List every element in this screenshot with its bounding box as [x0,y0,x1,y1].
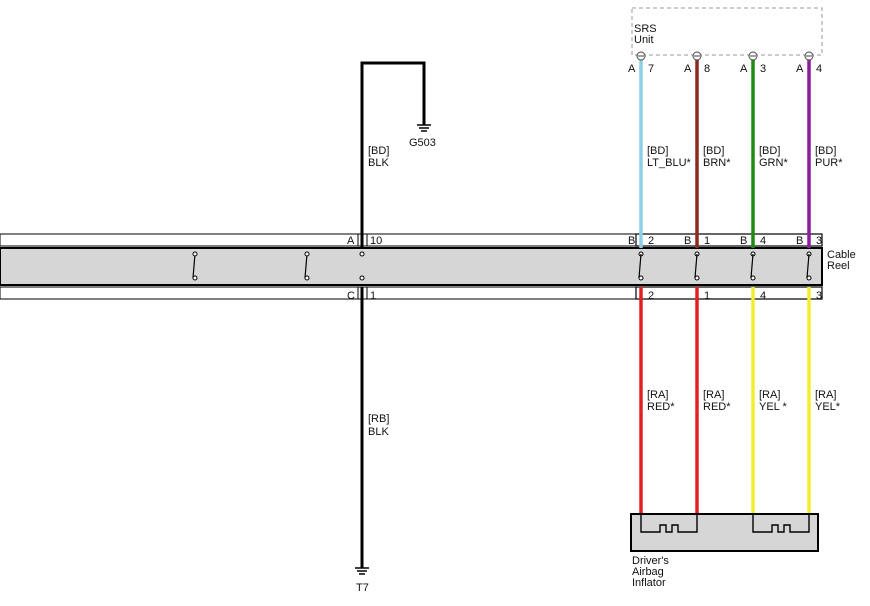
srs-pin-side-4: A [796,63,804,75]
lower-wire-color-code-1: RED* [647,401,675,413]
reel-upper-connector [635,233,823,247]
reel-upper-pin-side-3: B [740,235,747,247]
inflator-label-2: Airbag [632,566,664,578]
reel-upper-pin-number-1: 2 [648,235,654,247]
reel-internal-contacts [192,251,365,281]
upper-wire-color-code-4: PUR* [815,157,843,169]
reel-lower-connector [635,286,823,300]
ground-pin-top: 10 [370,235,382,247]
ground-pin-bottom-side: C [347,290,355,302]
reel-contact-b [304,251,310,281]
terminal-label: T7 [356,582,369,594]
reel-upper-pin-number-2: 1 [704,235,710,247]
srs-pin-side-2: A [684,63,692,75]
inflator-squib-right-icon [752,514,810,533]
upper-wire-color-code-3: GRN* [759,157,788,169]
reel-contact-link-2 [694,253,698,279]
srs-pin-side-3: A [740,63,748,75]
cable-reel-label-2: Reel [827,260,850,272]
ground-lower-color: BLK [368,426,389,438]
ground-pin-box-top [357,233,368,247]
reel-upper-pin-side-4: B [796,235,803,247]
ground-label: G503 [409,137,436,149]
srs-pin-number-1: 7 [648,63,654,75]
inflator-squib-left-icon [640,514,698,533]
lower-wire-harness-1: [RA] [647,389,668,401]
reel-contact-link-3 [750,253,754,279]
lower-wire-color-code-3: YEL * [759,401,787,413]
ground-symbol-t7-icon [355,567,369,575]
reel-upper-pin-number-3: 4 [760,235,766,247]
reel-lower-pin-number-4: 3 [816,290,822,302]
ground-pin-bottom: 1 [370,290,376,302]
reel-upper-pin-side-2: B [684,235,691,247]
srs-pin-number-4: 4 [816,63,822,75]
srs-unit-label-2: Unit [634,34,654,46]
ground-upper-harness: [BD] [368,145,389,157]
ground-upper-color: BLK [368,157,389,169]
inflator-label-1: Driver's [632,555,669,567]
lower-wire-color-code-4: YEL* [815,401,841,413]
inflator-box [630,513,819,552]
reel-lower-pin-number-2: 1 [704,290,710,302]
srs-unit-box [631,7,823,56]
ground-symbol-g503-icon [417,124,431,132]
reel-upper-pin-side-1: B [628,235,635,247]
cable-reel-body [0,247,823,286]
upper-wire-color-code-2: BRN* [703,157,731,169]
reel-lower-pin-number-3: 4 [760,290,766,302]
reel-contact-link-4 [806,253,810,279]
upper-wire-harness-4: [BD] [815,145,836,157]
upper-wire-harness-2: [BD] [703,145,724,157]
reel-contact-a [192,251,198,281]
reel-contact-link-1 [638,253,642,279]
srs-unit-label-1: SRS [634,23,657,35]
upper-wire-harness-3: [BD] [759,145,780,157]
lower-wire-harness-3: [RA] [759,389,780,401]
ground-pin-top-side: A [347,235,355,247]
srs-pin-number-2: 8 [704,63,710,75]
ground-wire-upper [360,61,426,248]
reel-lower-pin-number-1: 2 [648,290,654,302]
ground-lower-harness: [RB] [368,413,389,425]
upper-wire-color-code-1: LT_BLU* [647,157,692,169]
ground-circuit: G503 T7 [BD] BLK A 10 C 1 [RB] BLK [347,61,436,594]
lower-wire-harness-2: [RA] [703,389,724,401]
ground-pin-box-bottom [357,286,368,300]
srs-pin-side-1: A [628,63,636,75]
upper-wire-harness-1: [BD] [647,145,668,157]
reel-contact-ground [359,251,365,281]
srs-pin-number-3: 3 [760,63,766,75]
lower-wire-color-code-2: RED* [703,401,731,413]
lower-wire-harness-4: [RA] [815,389,836,401]
cable-reel-label-1: Cable [827,249,856,261]
inflator-label-3: Inflator [632,577,666,589]
reel-upper-pin-number-4: 3 [816,235,822,247]
